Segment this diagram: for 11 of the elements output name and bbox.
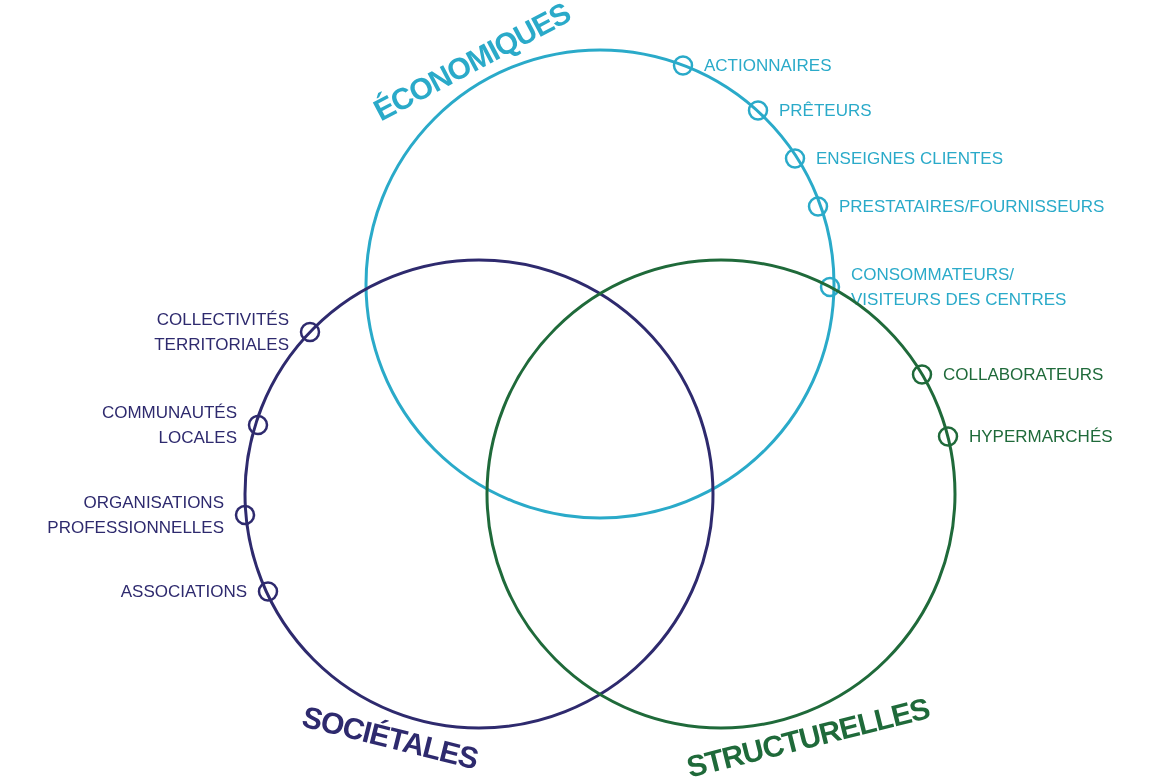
- stakeholder-label: ASSOCIATIONS: [120, 580, 247, 603]
- stakeholder-label: PRESTATAIRES/FOURNISSEURS: [839, 195, 1105, 218]
- stakeholder-label: ENSEIGNES CLIENTES: [816, 147, 1004, 170]
- stakeholder-label: COMMUNAUTÉS LOCALES: [100, 402, 237, 449]
- stakeholder-label: COLLABORATEURS: [943, 363, 1104, 386]
- stakeholder-label: CONSOMMATEURS/ VISITEURS DES CENTRES: [851, 264, 1068, 311]
- stakeholder-label: HYPERMARCHÉS: [969, 425, 1113, 448]
- stakeholder-label: COLLECTIVITÉS TERRITORIALES: [153, 309, 289, 356]
- stakeholder-label: ORGANISATIONS PROFESSIONNELLES: [46, 492, 224, 539]
- stakeholder-label: ACTIONNAIRES: [704, 54, 832, 77]
- stakeholder-label: PRÊTEURS: [779, 99, 872, 122]
